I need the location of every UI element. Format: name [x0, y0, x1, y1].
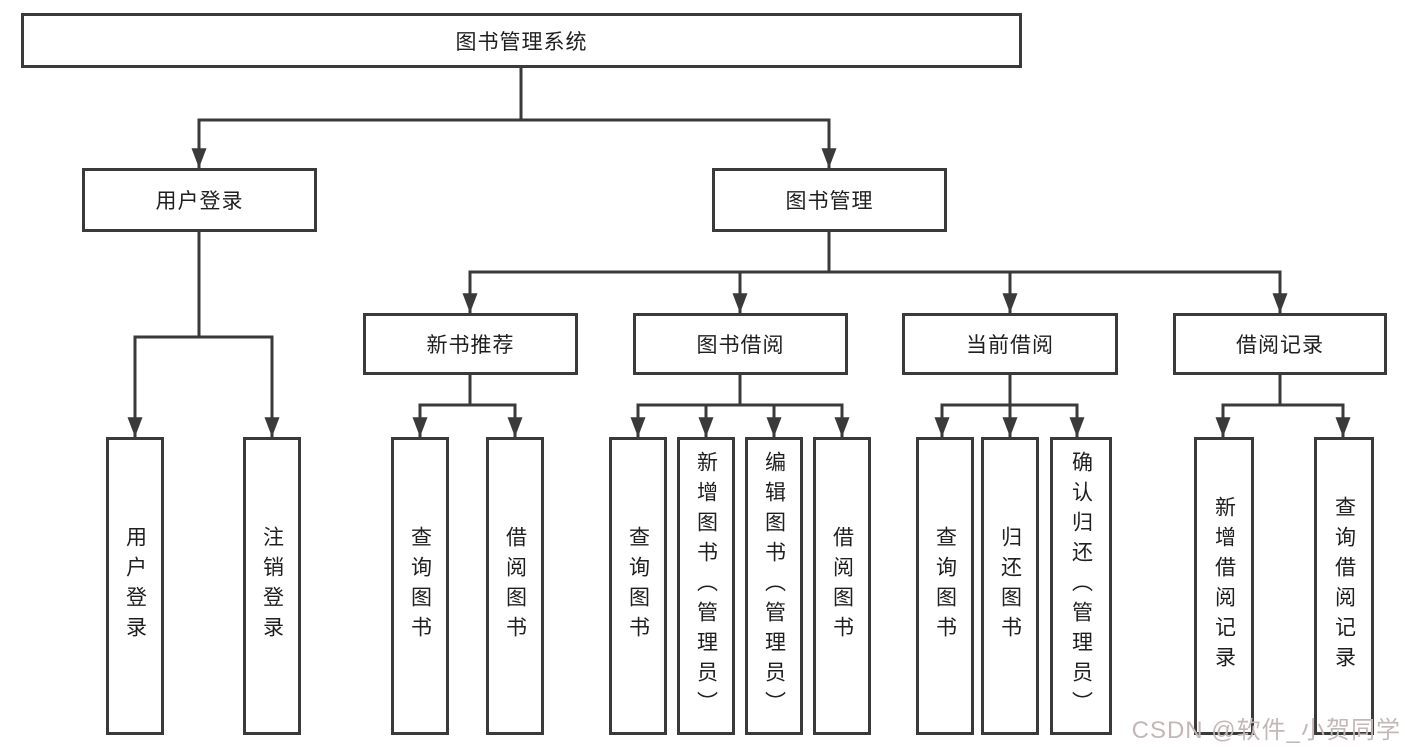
- edge-new-book-recommend-to-leaves: [412, 375, 523, 438]
- edge-user-login-to-leaves: [127, 232, 280, 438]
- leaf-query-books-borrow: 查询图书: [609, 437, 667, 735]
- leaf-borrow-books-recommend: 借阅图书: [486, 437, 544, 735]
- node-label: 图书管理系统: [455, 30, 588, 54]
- node-label: 新增图书（管理员）: [694, 451, 718, 721]
- edge-book-borrow-to-leaves: [630, 375, 850, 438]
- node-label: 图书管理: [785, 190, 874, 213]
- node-label: 注销登录: [260, 526, 284, 646]
- node-label: 用户登录: [155, 190, 244, 213]
- node-label: 图书借阅: [696, 334, 785, 357]
- leaf-edit-books-admin: 编辑图书（管理员）: [745, 437, 803, 735]
- node-label: 查询图书: [933, 526, 957, 646]
- node-label: 查询图书: [626, 526, 650, 646]
- leaf-query-borrow-record: 查询借阅记录: [1314, 437, 1374, 735]
- node-borrow-records: 借阅记录: [1173, 313, 1387, 375]
- edge-root-to-level2: [191, 68, 837, 169]
- node-label: 用户登录: [123, 526, 147, 646]
- node-current-borrow: 当前借阅: [902, 313, 1118, 375]
- node-label: 新书推荐: [426, 334, 515, 357]
- node-new-book-recommend: 新书推荐: [363, 313, 578, 375]
- leaf-borrow-books: 借阅图书: [813, 437, 871, 735]
- node-book-borrow: 图书借阅: [633, 313, 848, 375]
- node-user-login: 用户登录: [82, 168, 317, 232]
- node-label: 编辑图书（管理员）: [762, 451, 786, 721]
- node-label: 借阅记录: [1236, 334, 1324, 357]
- leaf-logout-login: 注销登录: [243, 437, 301, 735]
- node-label: 借阅图书: [503, 526, 527, 646]
- node-label: 归还图书: [998, 526, 1022, 646]
- leaf-confirm-return-admin: 确认归还（管理员）: [1050, 437, 1112, 735]
- node-book-management: 图书管理: [712, 168, 947, 232]
- node-label: 借阅图书: [830, 526, 854, 646]
- leaf-user-login: 用户登录: [106, 437, 164, 735]
- leaf-return-books: 归还图书: [981, 437, 1039, 735]
- node-label: 确认归还（管理员）: [1069, 451, 1093, 721]
- csdn-watermark: CSDN @软件_小贺同学: [1131, 717, 1401, 744]
- node-root-library-system: 图书管理系统: [21, 13, 1022, 68]
- node-label: 查询借阅记录: [1332, 496, 1356, 676]
- node-label: 查询图书: [408, 526, 432, 646]
- leaf-query-books-recommend: 查询图书: [391, 437, 449, 735]
- edge-current-borrow-to-leaves: [934, 375, 1085, 438]
- leaf-query-books-current: 查询图书: [916, 437, 974, 735]
- edge-book-management-to-level3: [462, 232, 1288, 314]
- edge-borrow-records-to-leaves: [1215, 375, 1351, 438]
- leaf-add-borrow-record: 新增借阅记录: [1194, 437, 1254, 735]
- node-label: 新增借阅记录: [1212, 496, 1236, 676]
- node-label: 当前借阅: [966, 334, 1054, 357]
- leaf-add-books-admin: 新增图书（管理员）: [677, 437, 735, 735]
